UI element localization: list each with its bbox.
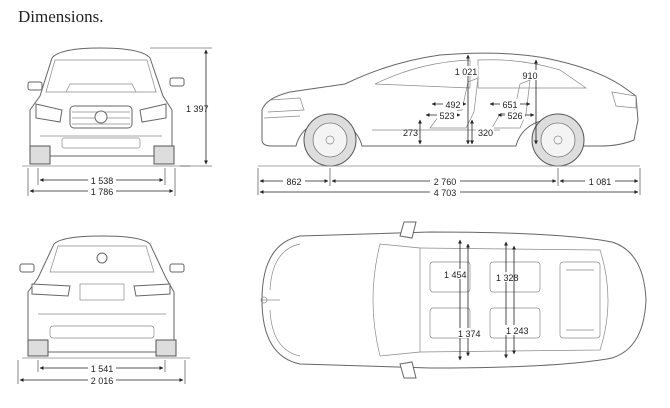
dim-front-shoulder: 1 454 — [444, 270, 467, 280]
dim-width-rear: 2 016 — [91, 376, 114, 386]
dim-track-rear: 1 541 — [91, 364, 114, 374]
dim-rear-seat-depth: 526 — [507, 111, 522, 121]
dim-rear-overhang: 1 081 — [589, 177, 612, 187]
dim-front-overhang: 862 — [286, 177, 301, 187]
dim-track-front: 1 538 — [91, 176, 114, 186]
top-view — [260, 221, 647, 379]
dim-rear-legroom: 651 — [502, 100, 517, 110]
dim-wheelbase: 2 760 — [434, 177, 457, 187]
dim-front-legroom: 492 — [445, 100, 460, 110]
page-title: Dimensions. — [18, 7, 104, 26]
rear-view — [19, 235, 190, 359]
dim-front-headroom: 1 021 — [455, 67, 478, 77]
dim-rear-hip: 1 243 — [506, 326, 529, 336]
front-view — [22, 47, 190, 167]
dim-length: 4 703 — [434, 188, 457, 198]
dim-height: 1 397 — [186, 104, 209, 114]
dim-rear-headroom: 910 — [522, 71, 537, 81]
dim-front-hip: 1 374 — [458, 329, 481, 339]
dim-rear-shoulder: 1 328 — [496, 273, 519, 283]
dim-rear-seat-height: 320 — [478, 128, 493, 138]
dim-front-seat-depth: 523 — [439, 111, 454, 121]
dim-width-front: 1 786 — [91, 187, 114, 197]
dim-front-seat-height: 273 — [403, 128, 418, 138]
